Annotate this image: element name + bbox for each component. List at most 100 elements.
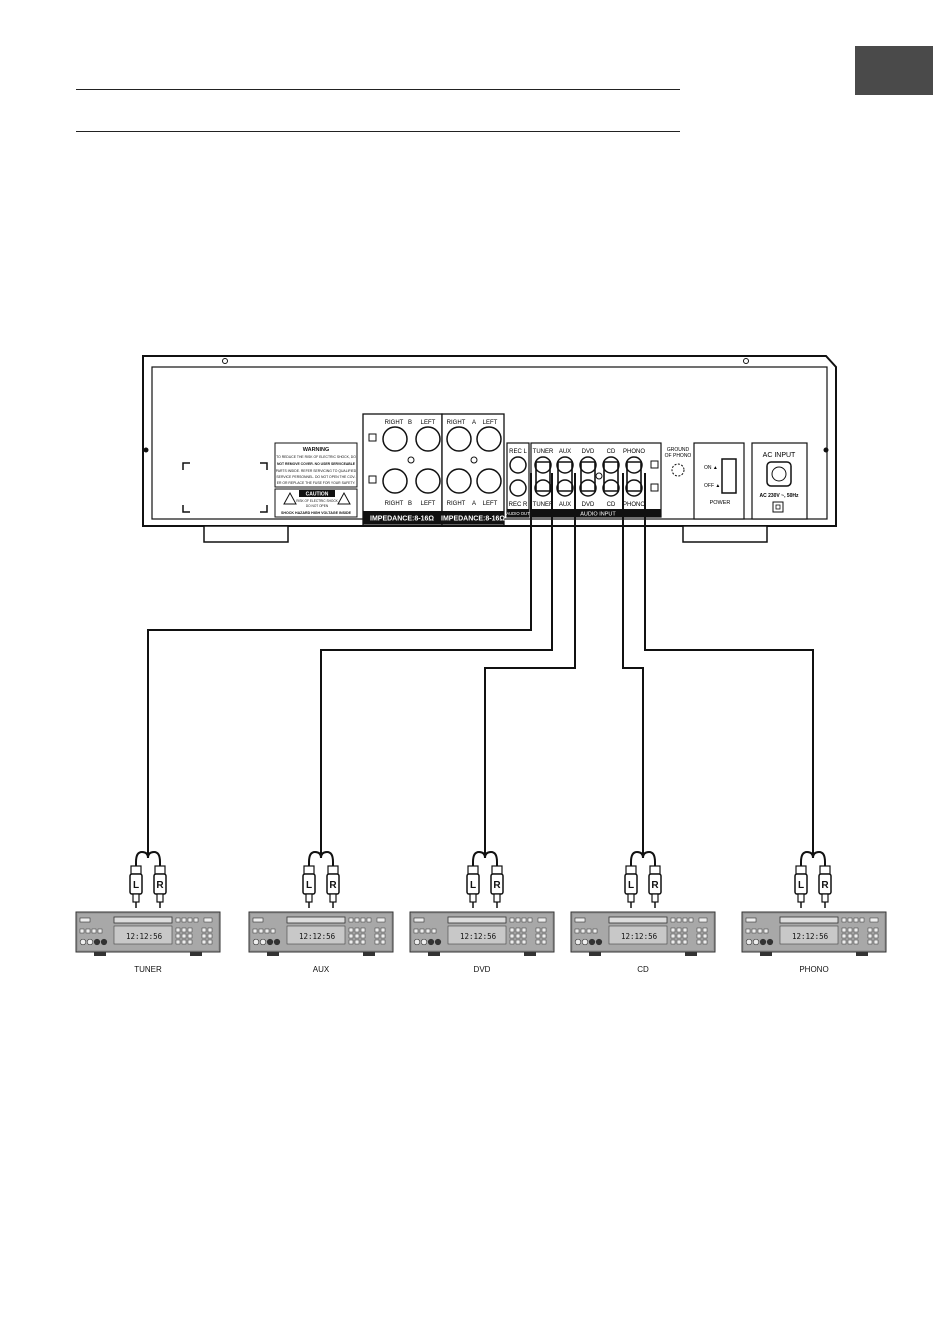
speaker-b-terminal[interactable] — [382, 426, 408, 452]
speaker-b-terminal[interactable] — [415, 426, 441, 452]
cable-phono — [644, 473, 814, 858]
speaker-b-channel-label: B — [408, 501, 412, 507]
plug-left-label: L — [470, 880, 476, 891]
speaker-a-channel-label: A — [472, 501, 476, 507]
device-display: 12:12:56 — [460, 932, 497, 941]
speaker-terminals-a: RIGHT A LEFT RIGHT A LEFT IMPEDANCE:8-16… — [441, 413, 505, 526]
input-jack-label-phono: PHONO — [623, 502, 645, 508]
device-display: 12:12:56 — [792, 932, 829, 941]
speaker-b-channel-label: B — [408, 420, 412, 426]
speaker-a-terminal[interactable] — [476, 468, 502, 494]
warning-line: TO REDUCE THE RISK OF ELECTRIC SHOCK, DO — [276, 455, 356, 459]
speaker-a-left-label: LEFT — [483, 420, 498, 426]
cd-r-jack[interactable] — [602, 479, 620, 497]
warning-line: NOT REMOVE COVER. NO USER SERVICEABLE — [277, 462, 356, 466]
speaker-a-right-label: RIGHT — [447, 501, 466, 507]
power-switch[interactable] — [721, 458, 737, 494]
tuner-l-jack[interactable] — [534, 456, 552, 474]
speaker-a-terminal[interactable] — [446, 426, 472, 452]
warning-line: SERVICE PERSONNEL. DO NOT OPEN THE COV- — [276, 475, 355, 479]
phono-r-jack[interactable] — [625, 479, 643, 497]
speaker-a-terminal[interactable] — [446, 468, 472, 494]
power-switch-panel: ON ▲ OFF ▲ POWER — [693, 442, 745, 520]
cable-cd — [622, 473, 644, 858]
audio-input-label: AUDIO INPUT — [580, 512, 616, 518]
device-display: 12:12:56 — [126, 932, 163, 941]
plug-right-label: R — [329, 880, 337, 891]
dvd-l-jack[interactable] — [579, 456, 597, 474]
phono-l-jack[interactable] — [625, 456, 643, 474]
device-display: 12:12:56 — [621, 932, 658, 941]
device-display: 12:12:56 — [299, 932, 336, 941]
plug-right-label: R — [156, 880, 164, 891]
rec-l-label: REC L — [509, 449, 527, 455]
power-on-label: ON ▲ — [704, 465, 718, 471]
plug-right-label: R — [651, 880, 659, 891]
speaker-b-impedance: IMPEDANCE:8-16Ω — [370, 516, 434, 523]
rec-r-jack[interactable] — [509, 479, 527, 497]
warning-label: WARNING TO REDUCE THE RISK OF ELECTRIC S… — [274, 442, 358, 518]
ac-input-panel: AC INPUT AC 230V ~, 50Hz — [751, 442, 808, 520]
plug-left-label: L — [306, 880, 312, 891]
input-jack-label-aux: AUX — [559, 449, 571, 455]
device-label: AUX — [313, 965, 330, 974]
input-jack-label-dvd: DVD — [582, 502, 595, 508]
audio-out-label: AUDIO OUT — [506, 511, 530, 516]
speaker-b-left-label: LEFT — [421, 420, 436, 426]
aux-r-jack[interactable] — [556, 479, 574, 497]
speaker-b-left-label: LEFT — [421, 501, 436, 507]
speaker-b-terminal[interactable] — [415, 468, 441, 494]
input-jack-label-tuner: TUNER — [533, 449, 554, 455]
caution-line: DO NOT OPEN — [306, 504, 329, 508]
speaker-a-right-label: RIGHT — [447, 420, 466, 426]
rec-l-jack[interactable] — [509, 456, 527, 474]
plug-left-label: L — [133, 880, 139, 891]
caution-title: CAUTION — [306, 492, 329, 498]
power-off-label: OFF ▲ — [704, 483, 720, 489]
speaker-terminals-b: RIGHT B LEFT RIGHT B LEFT IMPEDANCE:8-16… — [362, 413, 443, 526]
input-jack-label-aux: AUX — [559, 502, 571, 508]
cables — [147, 473, 814, 858]
ac-input-rating: AC 230V ~, 50Hz — [759, 493, 799, 499]
aux-l-jack[interactable] — [556, 456, 574, 474]
cd-l-jack[interactable] — [602, 456, 620, 474]
audio-out-panel: REC L REC R AUDIO OUT — [506, 442, 530, 518]
power-label: POWER — [710, 500, 731, 506]
rec-r-label: REC R — [509, 502, 528, 508]
plug-right-label: R — [821, 880, 829, 891]
ground-screw[interactable] — [671, 463, 685, 477]
ground-label: OF PHONO — [665, 453, 692, 459]
dvd-r-jack[interactable] — [579, 479, 597, 497]
tuner-r-jack[interactable] — [534, 479, 552, 497]
warning-line: ER OR REPLACE THE FUSE FOR YOUR SAFETY. — [277, 481, 356, 485]
warning-line: PARTS INSIDE. REFER SERVICING TO QUALIFI… — [276, 469, 357, 473]
ac-input-title: AC INPUT — [763, 452, 796, 459]
speaker-a-terminal[interactable] — [476, 426, 502, 452]
ac-socket[interactable] — [766, 461, 792, 487]
input-jack-label-tuner: TUNER — [533, 502, 554, 508]
speaker-b-terminal[interactable] — [382, 468, 408, 494]
input-jack-label-dvd: DVD — [582, 449, 595, 455]
input-jack-label-cd: CD — [607, 449, 616, 455]
cable-aux — [320, 473, 553, 858]
plug-right-label: R — [493, 880, 501, 891]
device-label: PHONO — [799, 965, 828, 974]
ground-label: GROUND — [667, 447, 690, 453]
caution-line: RISK OF ELECTRIC SHOCK — [296, 499, 338, 503]
input-jack-label-cd: CD — [607, 502, 616, 508]
device-label: DVD — [474, 965, 491, 974]
speaker-b-right-label: RIGHT — [385, 501, 404, 507]
speaker-b-right-label: RIGHT — [385, 420, 404, 426]
ground-terminal: GROUND OF PHONO — [665, 447, 692, 477]
